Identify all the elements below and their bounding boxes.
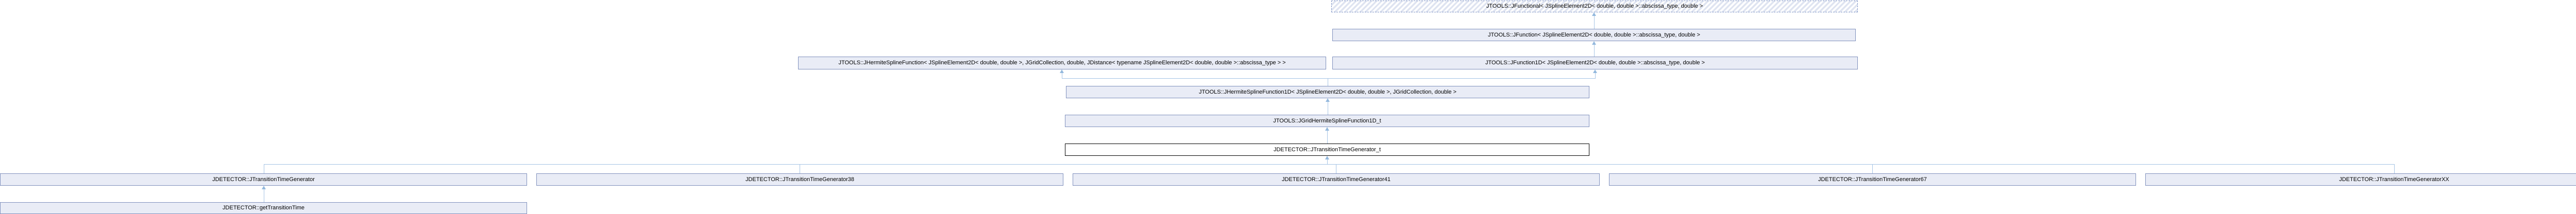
node-jdetector-jtransitiontimegenerator-t-current: JDETECTOR::JTransitionTimeGenerator_t [1065, 144, 1589, 156]
node-label: JTOOLS::JGridHermiteSplineFunction1D_t [1273, 117, 1381, 124]
node-jdetector-jtransitiontimegenerator41[interactable]: JDETECTOR::JTransitionTimeGenerator41 [1073, 173, 1600, 186]
edge-line [1594, 16, 1595, 29]
node-jdetector-jtransitiontimegenerator67[interactable]: JDETECTOR::JTransitionTimeGenerator67 [1609, 173, 2136, 186]
inheritance-arrowhead-icon [1593, 69, 1597, 73]
node-label: JTOOLS::JHermiteSplineFunction< JSplineE… [838, 60, 1286, 66]
node-label: JTOOLS::JFunction1D< JSplineElement2D< d… [1485, 60, 1705, 66]
edge-line [1872, 164, 1873, 173]
node-jtools-jgridhermitesplinefunction1d-t[interactable]: JTOOLS::JGridHermiteSplineFunction1D_t [1065, 115, 1589, 127]
edge-line [1327, 159, 1328, 164]
inheritance-arrowhead-icon [1325, 156, 1329, 159]
inheritance-arrowhead-icon [1592, 12, 1596, 16]
node-label: JTOOLS::JFunction< JSplineElement2D< dou… [1488, 31, 1700, 38]
node-jdetector-gettransitiontime[interactable]: JDETECTOR::getTransitionTime [0, 202, 527, 214]
node-label: JDETECTOR::getTransitionTime [222, 205, 305, 211]
node-label: JDETECTOR::JTransitionTimeGenerator_t [1273, 146, 1381, 153]
edge-bus-line [1062, 78, 1596, 79]
node-label: JTOOLS::JHermiteSplineFunction1D< JSplin… [1199, 88, 1456, 95]
node-label: JDETECTOR::JTransitionTimeGenerator41 [1281, 176, 1391, 183]
node-label: JTOOLS::JFunctional< JSplineElement2D< d… [1486, 3, 1703, 9]
edge-line [1594, 45, 1595, 57]
inheritance-arrowhead-icon [1325, 127, 1329, 131]
node-label: JDETECTOR::JTransitionTimeGenerator [212, 176, 315, 183]
inheritance-arrowhead-icon [1060, 69, 1064, 73]
node-label: JDETECTOR::JTransitionTimeGenerator67 [1818, 176, 1927, 183]
node-jdetector-jtransitiontimegenerator[interactable]: JDETECTOR::JTransitionTimeGenerator [0, 173, 527, 186]
node-jtools-jfunction1d[interactable]: JTOOLS::JFunction1D< JSplineElement2D< d… [1332, 57, 1858, 69]
inheritance-arrowhead-icon [1592, 41, 1596, 45]
edge-bus-line [264, 164, 2395, 165]
inheritance-arrowhead-icon [262, 186, 266, 189]
node-jtools-jfunction[interactable]: JTOOLS::JFunction< JSplineElement2D< dou… [1332, 29, 1856, 41]
edge-line [2394, 164, 2395, 173]
edge-line [1595, 73, 1596, 79]
node-jdetector-jtransitiontimegeneratorxx[interactable]: JDETECTOR::JTransitionTimeGeneratorXX [2145, 173, 2576, 186]
edge-line [1327, 131, 1328, 144]
node-jdetector-jtransitiontimegenerator38[interactable]: JDETECTOR::JTransitionTimeGenerator38 [536, 173, 1063, 186]
node-label: JDETECTOR::JTransitionTimeGenerator38 [745, 176, 855, 183]
node-jtools-jfunctional[interactable]: JTOOLS::JFunctional< JSplineElement2D< d… [1331, 1, 1858, 12]
node-label: JDETECTOR::JTransitionTimeGeneratorXX [2339, 176, 2449, 183]
inheritance-arrowhead-icon [1326, 98, 1330, 102]
node-jtools-jhermitesplinefunction1d[interactable]: JTOOLS::JHermiteSplineFunction1D< JSplin… [1066, 86, 1589, 98]
node-jtools-jhermitesplinefunction[interactable]: JTOOLS::JHermiteSplineFunction< JSplineE… [798, 57, 1326, 69]
